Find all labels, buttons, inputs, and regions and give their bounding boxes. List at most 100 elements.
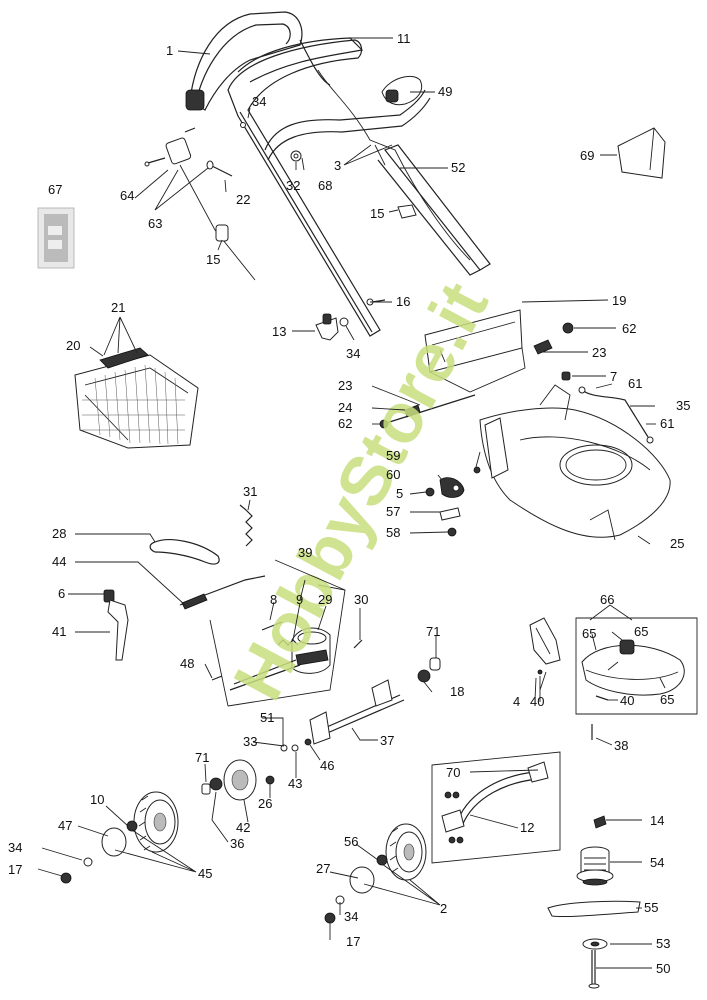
part-21-grass-catcher [74,347,199,449]
label-p63: 63 [148,216,162,231]
part-40-screw-b [537,669,543,675]
part-44-drive-cable [179,575,266,610]
label-p2: 2 [440,901,447,916]
label-p71a: 71 [426,624,440,639]
label-p61b: 61 [660,416,674,431]
label-p34b: 34 [346,346,360,361]
label-p32: 32 [286,178,300,193]
part-67-clip [37,207,75,269]
upper-crossbar [264,89,431,161]
label-p26: 26 [258,796,272,811]
label-p57: 57 [386,504,400,519]
label-p17b: 17 [346,934,360,949]
label-p50: 50 [656,961,670,976]
part-71-bushing [429,657,441,671]
knob-15 [397,204,417,219]
part-58-bolt [447,527,457,537]
nut-34 [339,317,349,327]
label-p71b: 71 [195,750,209,765]
part-13-knob [315,313,339,341]
part-57-plate [439,507,461,521]
part-55-blade [547,900,641,918]
part-9-spring [277,639,299,646]
rear-hinge-rod [379,394,476,429]
part-47-hubcap [101,827,127,857]
label-p15a: 15 [206,252,220,267]
part-59-screw [473,466,481,474]
label-p13: 13 [272,324,286,339]
part-17-nut-a [60,872,72,884]
part-17-nut-b [324,912,336,924]
label-p27: 27 [316,861,330,876]
part-6-lever-grip [103,589,115,603]
label-p61a: 61 [628,376,642,391]
label-p52: 52 [451,160,465,175]
part-26-nut [265,775,275,785]
label-p65b: 65 [582,626,596,641]
label-p36: 36 [230,836,244,851]
label-p34d: 34 [344,909,358,924]
part-53-washer [582,938,608,950]
label-p19: 19 [612,293,626,308]
part-70-box [431,751,561,864]
label-p5: 5 [396,486,403,501]
part-28-drive-belt [149,539,220,565]
label-p55: 55 [644,900,658,915]
label-p28: 28 [52,526,66,541]
label-p35: 35 [676,398,690,413]
part-60-height-lever [439,477,465,498]
label-p7: 7 [610,369,617,384]
part-50-bolt [588,950,600,989]
label-p11: 11 [397,31,411,46]
label-p62a: 62 [622,321,636,336]
part-7-plug [561,371,571,381]
label-p34a: 34 [252,94,266,109]
part-29-gearbox [291,627,331,674]
part-18-pinion [417,669,431,683]
part-41-drive-lever [107,599,129,661]
cable-tie [215,224,229,242]
label-p37: 37 [380,733,394,748]
label-p40b: 40 [620,693,634,708]
part-14-key [593,815,607,829]
label-p9: 9 [296,592,303,607]
label-p62b: 62 [338,416,352,431]
handle-bolt [206,160,233,177]
part-12-front-axle [441,761,549,844]
label-p14: 14 [650,813,664,828]
label-p54: 54 [650,855,664,870]
leader-lines [37,37,666,969]
label-p12: 12 [520,820,534,835]
label-p29: 29 [318,592,332,607]
part-labels: 1 11 34 49 3 52 32 68 64 63 22 15 15 67 … [8,31,690,976]
label-p15b: 15 [370,206,384,221]
label-p33: 33 [243,734,257,749]
part-65-mulch-plate [581,639,685,696]
label-p6: 6 [58,586,65,601]
label-p48: 48 [180,656,194,671]
cable-clip [165,127,196,165]
part-43-washer [291,744,299,752]
part-39-gearbox-assembly [209,584,346,707]
label-p10: 10 [90,792,104,807]
label-p1: 1 [166,43,173,58]
part-56-bushing [376,854,388,866]
label-p42: 42 [236,820,250,835]
label-p3: 3 [334,158,341,173]
part-45-rear-wheel [133,791,179,853]
part-8-bushing [261,621,283,631]
part-31-spring [239,504,253,547]
part-36-gear [209,777,223,791]
label-p22: 22 [236,192,250,207]
label-p17a: 17 [8,862,22,877]
lower-handle-right [377,144,491,276]
label-p4: 4 [513,694,520,709]
label-p20: 20 [66,338,80,353]
brake-lever [381,76,423,106]
part-40-screw-a [595,695,609,701]
part-5-nut [425,487,435,497]
gear-shaft [229,659,301,691]
part-71-bushing-b [201,783,211,795]
label-p60: 60 [386,467,400,482]
